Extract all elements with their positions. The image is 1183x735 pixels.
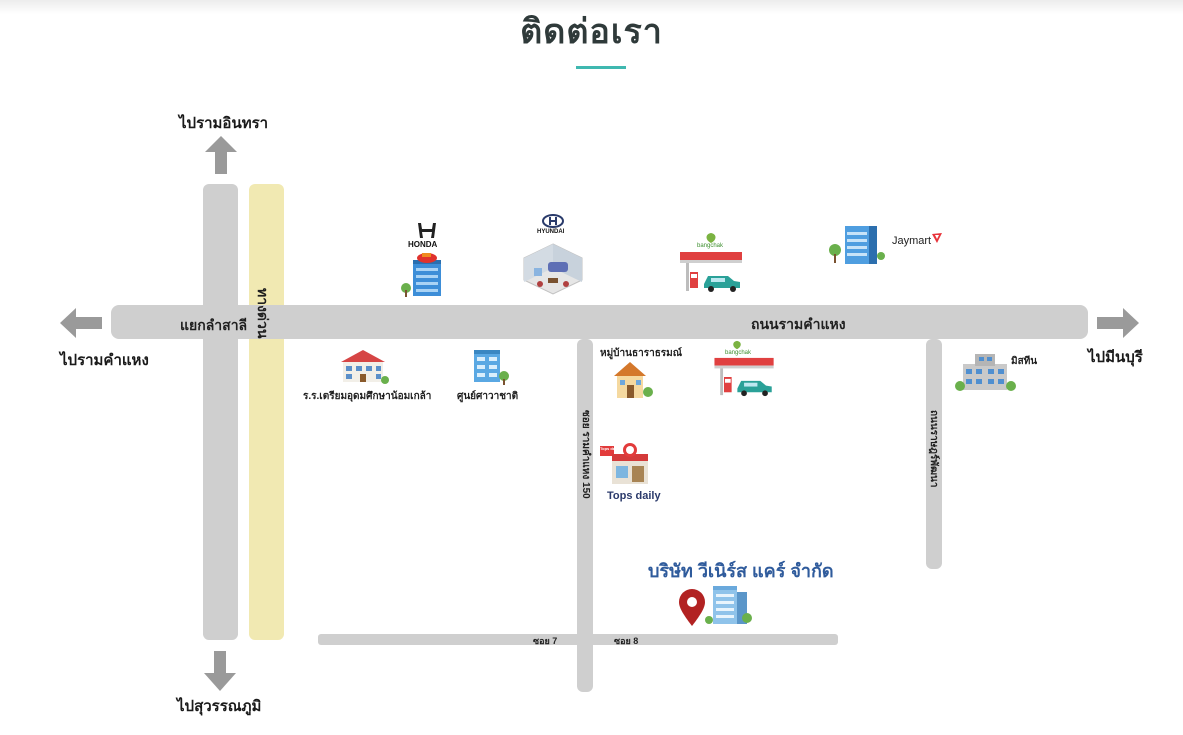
arrow-right-icon (1097, 308, 1139, 338)
soi-150-label: ซอย รามคำแหง 150 (580, 410, 591, 499)
honda-building-icon (401, 253, 441, 297)
bangchak-bottom-label: bangchak (725, 350, 752, 356)
page-title: ติดต่อเรา (520, 13, 663, 51)
jaymart-logo-icon (932, 233, 942, 243)
hyundai-label: HYUNDAI (537, 229, 565, 235)
mistine-label: มิสทีน (1011, 356, 1038, 367)
road-bottom-horizontal (318, 634, 838, 645)
soi-8-label: ซอย 8 (614, 636, 639, 646)
mistine-building-icon (955, 354, 1016, 391)
direction-south-label: ไปสุวรรณภูมิ (177, 698, 262, 715)
honda-label: HONDA (408, 240, 438, 249)
main-road-label: ถนนรามคำแหง (751, 316, 846, 332)
arrow-up-icon (205, 136, 237, 174)
location-pin-icon (679, 589, 705, 626)
road-vertical-left (203, 184, 238, 640)
hyundai-showroom-icon (523, 243, 583, 295)
title-underline (576, 66, 626, 69)
gas-station-bottom-icon (714, 357, 774, 397)
road-expressway (249, 184, 284, 640)
arrow-left-icon (60, 308, 102, 338)
bangchak-logo-bottom-icon (733, 340, 741, 350)
hyundai-logo-icon (542, 214, 564, 228)
bangchak-logo-icon (706, 233, 716, 243)
jaymart-label: Jaymart (892, 235, 932, 247)
tops-label: Tops daily (607, 490, 661, 502)
junction-label: แยกลำสาลี (180, 317, 248, 333)
tops-sign-label: Tops daily (600, 446, 620, 451)
culture-center-label: ศูนย์ศาวาชาติ (457, 391, 519, 402)
tops-store-icon (600, 443, 648, 484)
direction-east-label: ไปมีนบุรี (1088, 349, 1143, 366)
expressway-label: ทางด่วน (255, 288, 271, 339)
company-building-icon (705, 586, 752, 624)
school-label: ร.ร.เตรียมอุดมศึกษาน้อมเกล้า (303, 391, 432, 402)
arrow-down-icon (204, 651, 236, 691)
village-house-icon (614, 362, 653, 398)
road-right-vertical (926, 339, 942, 569)
soi-7-label: ซอย 7 (533, 636, 558, 646)
gas-station-top-icon (680, 252, 742, 292)
jaymart-building-icon (829, 226, 885, 264)
top-shadow (0, 0, 1183, 14)
road-soi-150 (577, 339, 593, 692)
honda-logo-icon (418, 223, 436, 238)
right-road-label: ถนนราษฎร์พัฒนา (928, 410, 939, 488)
direction-north-label: ไปรามอินทรา (179, 115, 269, 132)
village-label: หมู่บ้านธาราธรมณ์ (600, 348, 683, 359)
direction-west-label: ไปรามคำแหง (60, 352, 149, 369)
school-building-icon (341, 350, 389, 384)
road-main-horizontal (111, 305, 1088, 339)
company-name: บริษัท วีเนิร์ส แคร์ จำกัด (648, 561, 834, 581)
culture-center-building-icon (474, 350, 509, 385)
bangchak-top-label: bangchak (697, 243, 724, 249)
